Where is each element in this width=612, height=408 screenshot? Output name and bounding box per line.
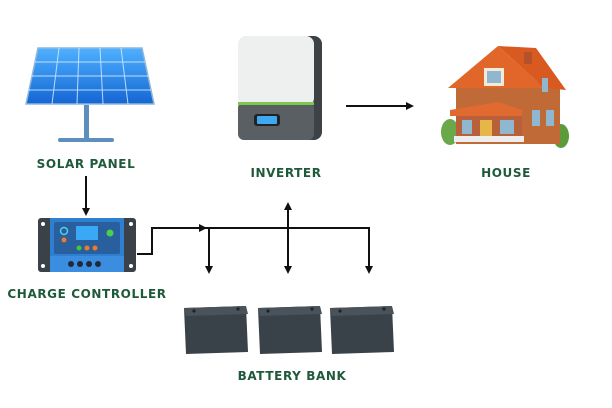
inverter-label: INVERTER	[250, 166, 322, 180]
house-node[interactable]	[436, 40, 576, 150]
house-label: HOUSE	[481, 166, 531, 180]
battery-icon	[258, 306, 322, 354]
house-icon	[441, 46, 569, 148]
battery-icon	[330, 306, 394, 354]
charge-controller-icon	[38, 218, 136, 272]
inverter-icon	[238, 36, 322, 140]
solar-panel-label: SOLAR PANEL	[36, 157, 136, 171]
charge-controller-node[interactable]	[38, 218, 136, 272]
battery-bank-node[interactable]	[182, 300, 394, 358]
charge-controller-label: CHARGE CONTROLLER	[7, 287, 167, 301]
inverter-node[interactable]	[234, 32, 324, 144]
battery-icon	[184, 306, 248, 354]
battery-bank-label: BATTERY BANK	[237, 369, 347, 383]
arrow-controller-to-bus	[137, 224, 207, 255]
solar-panel-icon	[25, 47, 155, 142]
solar-panel-node[interactable]	[20, 44, 160, 144]
battery-bank-icon	[184, 306, 394, 354]
